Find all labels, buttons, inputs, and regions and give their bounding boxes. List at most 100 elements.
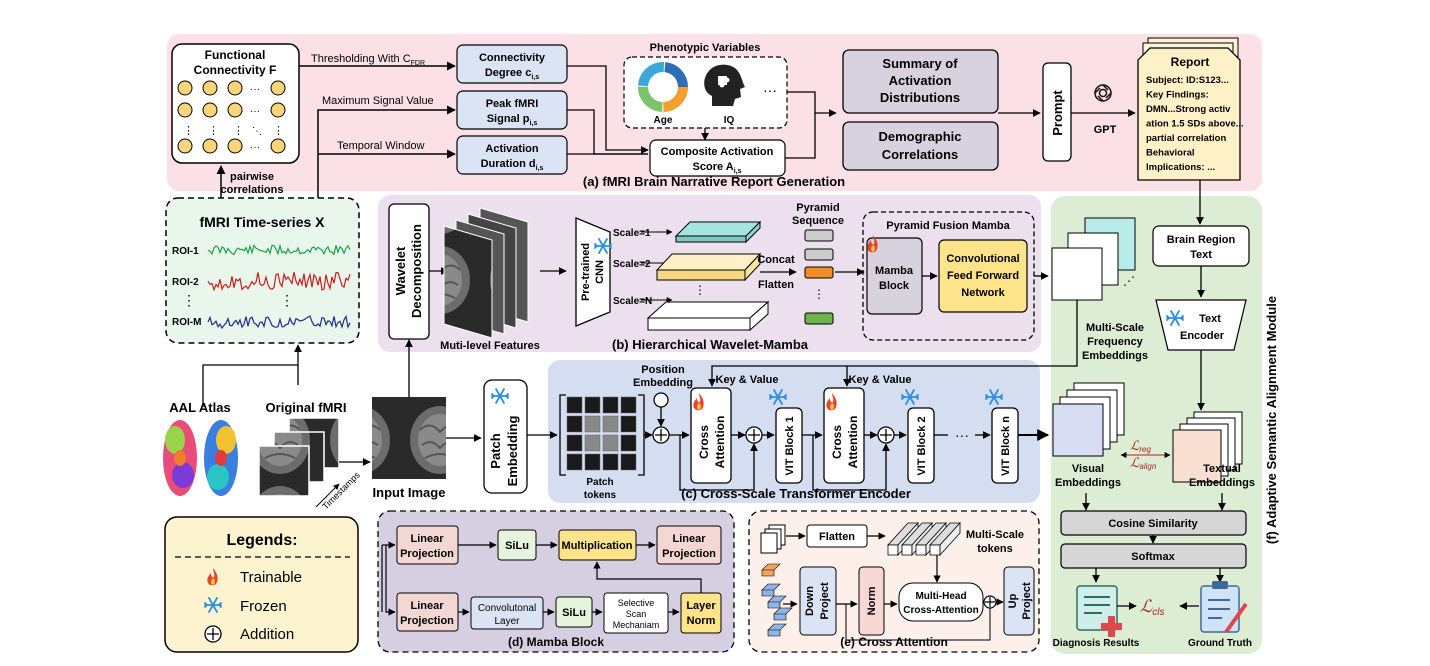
fc-cell (270, 80, 286, 96)
roi-1-signal (207, 243, 351, 256)
patch-token (566, 415, 583, 433)
e-patch (761, 563, 781, 577)
report-document (1137, 37, 1241, 181)
vit-block-2 (907, 407, 935, 484)
summary-line3: Distributions (880, 90, 960, 105)
roi-2-label: ROI-2 (172, 277, 199, 288)
pfm-title: Pyramid Fusion Mamba (886, 220, 1010, 232)
lp3-line1: Linear (410, 600, 444, 612)
e-norm (858, 566, 885, 636)
multiplication-label: Multiplication (562, 540, 633, 552)
scale-1-label: Scale=1 (613, 228, 651, 239)
lp2-line1: Linear (672, 533, 706, 545)
prompt-box (1042, 62, 1072, 162)
diagnosis-results-icon (1076, 585, 1122, 637)
patch-emb-line2: Embedding (505, 416, 520, 487)
pyramid-label-line1: Pyramid (796, 202, 839, 214)
down-line1: Down (804, 586, 816, 616)
patch-token (584, 415, 601, 433)
up-line1: Up (1007, 593, 1019, 608)
scale-n-label: Scale=N (613, 296, 652, 307)
d-linear-projection-2 (656, 525, 722, 565)
fc-cell (177, 80, 193, 96)
fc-cell (202, 102, 218, 118)
fc-hdots: ··· (250, 142, 260, 153)
fc-hdots: ··· (250, 106, 260, 117)
roi-m-label: ROI-M (172, 317, 201, 328)
scale-2-feature (655, 252, 762, 282)
fc-cell (270, 102, 286, 118)
report-line: partial correlation (1146, 133, 1226, 144)
fc-cell (227, 102, 243, 118)
section-c-caption: (c) Cross-Scale Transformer Encoder (681, 486, 911, 501)
time-series-title: fMRI Time-series X (199, 214, 325, 230)
text-encoder-trapezoid (1155, 299, 1247, 351)
brt-line2: Text (1190, 249, 1212, 261)
aal-atlas-brain-image (163, 420, 238, 496)
silu-1-label: SiLu (505, 540, 529, 552)
patch-emb-line1: Patch (488, 433, 503, 468)
diagnosis-label: Diagnosis Results (1053, 638, 1140, 649)
original-fmri-label: Original fMRI (266, 400, 347, 415)
input-image (372, 397, 446, 479)
ssm-line1: Selective (618, 598, 655, 608)
report-line: Subject: ID:S123... (1146, 75, 1229, 86)
e-patch (773, 607, 793, 621)
original-fmri-stack (258, 417, 340, 497)
textual-embeddings-stack (1172, 411, 1243, 483)
input-image-label: Input Image (373, 485, 446, 500)
cross1-line1: Cross (697, 425, 711, 459)
lp2-line2: Projection (662, 548, 716, 560)
patch-token (566, 434, 583, 452)
connectivity-degree-box (456, 44, 568, 84)
ad-line1: Activation (485, 143, 538, 155)
ssm-line2: Scan (626, 609, 647, 619)
iq-head-puzzle-icon (704, 64, 745, 106)
conv-line2: Layer (494, 616, 520, 627)
fc-cell (227, 138, 243, 154)
pairwise-label-line2: correlations (221, 184, 284, 196)
fc-title-line1: Functional (205, 48, 266, 62)
legend-title: Legends: (226, 532, 297, 549)
phenotype-ellipsis: ··· (763, 82, 777, 98)
patch-token (566, 396, 583, 414)
e-flatten-label: Flatten (819, 531, 855, 543)
msfe-line3: Embeddings (1082, 350, 1148, 362)
cas-line2: Score Ai,s (693, 161, 742, 175)
time-series-box (165, 197, 360, 344)
fc-vdots: ⋮ (208, 125, 219, 137)
pyramid-sequence-tokens: ⋮ (804, 229, 834, 325)
mst-line2: tokens (977, 543, 1012, 555)
legend-addition-icon (204, 625, 222, 643)
activation-duration-box (456, 135, 568, 175)
patch-token (620, 453, 637, 471)
edge-threshold-label: Thresholding With CFDR (311, 53, 425, 67)
ground-truth-icon (1200, 581, 1248, 634)
demographic-correlations-box (842, 121, 999, 171)
e-token (929, 521, 961, 557)
key-value-label-2: Key & Value (849, 374, 912, 386)
softmax-box (1060, 543, 1247, 569)
patch-tokens-grid (566, 396, 637, 471)
scale-2-label: Scale=2 (613, 259, 651, 270)
patch-token (584, 453, 601, 471)
roi-m-signal (207, 314, 351, 330)
brt-line1: Brain Region (1167, 234, 1236, 246)
lp1-line1: Linear (410, 533, 444, 545)
ad-line2: Duration di,s (481, 158, 544, 172)
msfe-line2: Frequency (1087, 336, 1144, 348)
patch-token (620, 434, 637, 452)
report-title: Report (1171, 55, 1210, 69)
e-add-node (983, 595, 997, 609)
summary-line1: Summary of (882, 56, 958, 71)
mhca-line2: Cross-Attention (903, 605, 979, 616)
gpt-logo-icon (1094, 84, 1112, 102)
mamba-line2: Block (879, 280, 910, 292)
key-value-label-1: Key & Value (716, 374, 779, 386)
multi-level-features-stack (443, 207, 529, 339)
timestamps-label: Timestamps (320, 470, 362, 512)
patch-token (584, 434, 601, 452)
ground-truth-label: Ground Truth (1188, 638, 1252, 649)
pos-line1: Position (641, 364, 685, 376)
e-multi-head-cross-attention (898, 582, 984, 622)
